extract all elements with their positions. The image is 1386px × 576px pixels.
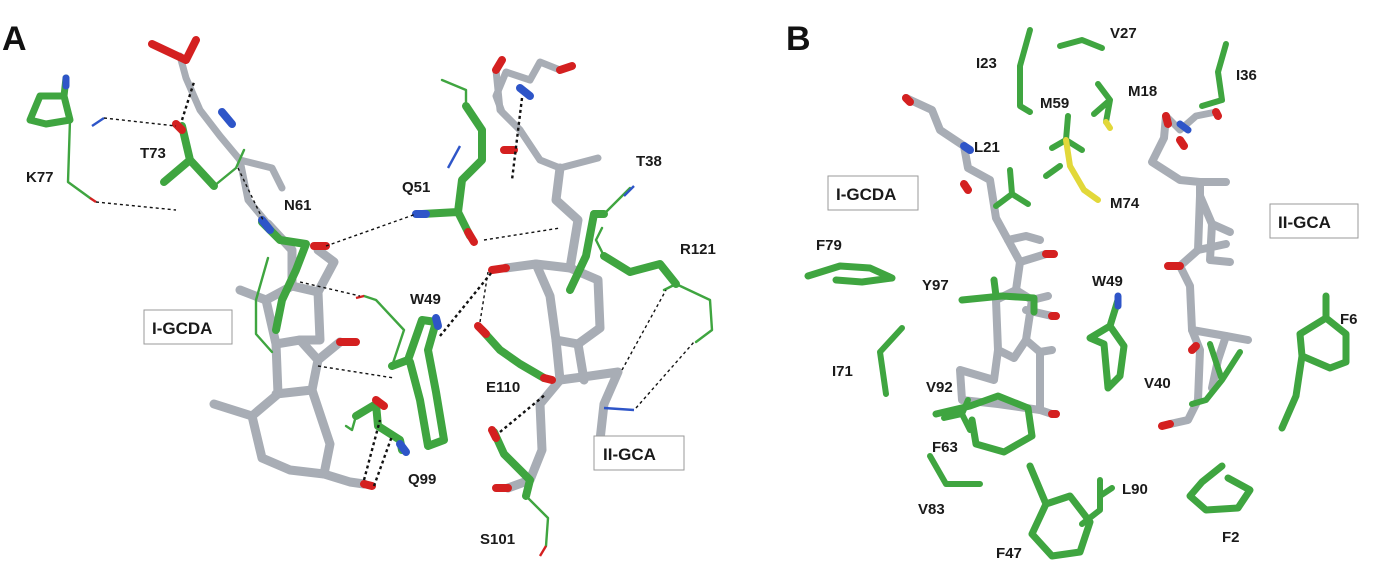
panel-b-ligand-label-i-gcda: I-GCDA: [827, 175, 919, 211]
panel-b-label-i71: I71: [832, 363, 853, 380]
panel-b-label-y97: Y97: [922, 277, 949, 294]
panel-b-label-v92: V92: [926, 379, 953, 396]
panel-a-label-r121: R121: [680, 241, 716, 258]
svg-text:II-GCA: II-GCA: [1278, 213, 1331, 232]
panel-b-label-m18: M18: [1128, 83, 1157, 100]
panel-a-ligand-label-i-gcda: I-GCDA: [143, 309, 233, 345]
panel-a-label-e110: E110: [486, 379, 520, 396]
svg-text:I-GCDA: I-GCDA: [152, 319, 212, 338]
panel-a-ligand-label-ii-gca: II-GCA: [593, 435, 685, 471]
panel-b-ligand-label-ii-gca: II-GCA: [1269, 203, 1359, 239]
panel-b-label-l90: L90: [1122, 481, 1148, 498]
panel-b-label-f6: F6: [1340, 311, 1358, 328]
panel-a-ligand-ii-gca-structure: [488, 56, 623, 493]
panel-b-ligand-i-gcda-structure: [902, 94, 1060, 418]
panel-b-label-v40: V40: [1144, 375, 1171, 392]
panel-b-label-m74: M74: [1110, 195, 1140, 212]
panel-a-hydrogen-bonds: [95, 81, 695, 487]
svg-text:II-GCA: II-GCA: [603, 445, 656, 464]
svg-text:I-GCDA: I-GCDA: [836, 185, 896, 204]
panel-b-label-w49: W49: [1092, 273, 1123, 290]
panel-b-label-f63: F63: [932, 439, 958, 456]
panel-a-residue-labels: K77 T73 N61 Q51 T38 R121 W49 E110 Q99 S1…: [26, 145, 716, 548]
panel-a-label-k77: K77: [26, 169, 54, 186]
panel-a-letter: A: [2, 20, 27, 58]
panel-b-label-f79: F79: [816, 237, 842, 254]
panel-a-label-t38: T38: [636, 153, 662, 170]
panel-a-label-n61: N61: [284, 197, 312, 214]
panel-b-label-i36: I36: [1236, 67, 1257, 84]
panel-a-ligand-i-gcda-structure: [148, 36, 376, 490]
panel-b-label-i23: I23: [976, 55, 997, 72]
panel-b-residue-labels: V27 I23 I36 M59 M18 L21 M74 F79 Y97 W49 …: [816, 25, 1358, 562]
panel-b-label-v27: V27: [1110, 25, 1137, 42]
panel-b-label-l21: L21: [974, 139, 1000, 156]
panel-b-label-v83: V83: [918, 501, 945, 518]
panel-a-label-t73: T73: [140, 145, 166, 162]
panel-b-protein-residues: [804, 27, 1350, 560]
panel-a-label-w49: W49: [410, 291, 441, 308]
panel-a-label-q99: Q99: [408, 471, 436, 488]
panel-b-letter: B: [786, 20, 811, 58]
panel-a-label-s101: S101: [480, 531, 515, 548]
panel-a-label-q51: Q51: [402, 179, 430, 196]
panel-a: A: [2, 20, 716, 557]
panel-b: B: [786, 20, 1359, 562]
panel-b-label-m59: M59: [1040, 95, 1069, 112]
panel-a-protein-residues: [26, 74, 714, 557]
panel-b-label-f2: F2: [1222, 529, 1240, 546]
panel-b-label-f47: F47: [996, 545, 1022, 562]
